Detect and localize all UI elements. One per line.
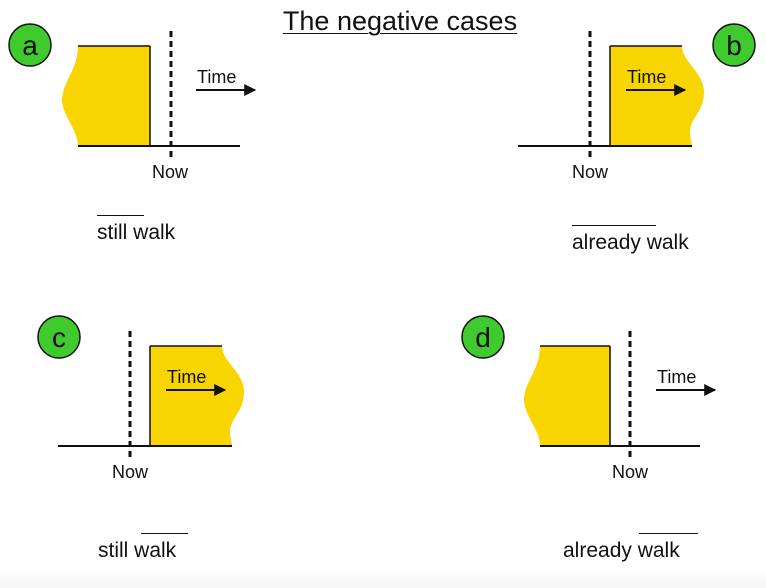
now-label-a: Now <box>152 162 189 182</box>
time-label-a: Time <box>197 67 236 87</box>
badge-b-circle <box>712 23 756 67</box>
negation-overline-c <box>141 533 188 534</box>
time-label-c: Time <box>167 367 206 387</box>
panel-d: d Now Time <box>461 315 717 482</box>
now-label-c: Now <box>112 462 149 482</box>
caption-c-text: still walk <box>98 539 177 562</box>
badge-d-label: d <box>475 322 491 353</box>
event-block-b <box>610 46 704 146</box>
panel-a: a Now Time <box>8 23 257 182</box>
caption-d: already walk <box>563 533 698 563</box>
badge-a-circle <box>8 23 52 67</box>
negation-overline-b <box>572 225 656 226</box>
badge-b-label: b <box>726 30 742 61</box>
panel-c: c Now Time <box>37 315 244 482</box>
event-block-a <box>62 46 150 146</box>
caption-a-text: still walk <box>97 221 176 244</box>
time-label-b: Time <box>627 67 666 87</box>
time-label-d: Time <box>657 367 696 387</box>
event-block-c <box>150 346 244 446</box>
caption-d-text: already walk <box>563 539 680 562</box>
bottom-fade <box>0 566 766 588</box>
caption-c: still walk <box>98 533 188 563</box>
panel-b: b Now Time <box>518 23 756 182</box>
negation-overline-a <box>97 215 144 216</box>
now-label-d: Now <box>612 462 649 482</box>
badge-a-label: a <box>22 30 38 61</box>
badge-d-circle <box>461 315 505 359</box>
event-block-d <box>524 346 610 446</box>
caption-a: still walk <box>97 215 176 245</box>
negation-overline-d <box>639 533 698 534</box>
badge-c-circle <box>37 315 81 359</box>
caption-b-text: already walk <box>572 231 689 254</box>
now-label-b: Now <box>572 162 609 182</box>
caption-b: already walk <box>572 225 689 255</box>
badge-c-label: c <box>52 322 66 353</box>
page-title: The negative cases <box>282 6 518 36</box>
